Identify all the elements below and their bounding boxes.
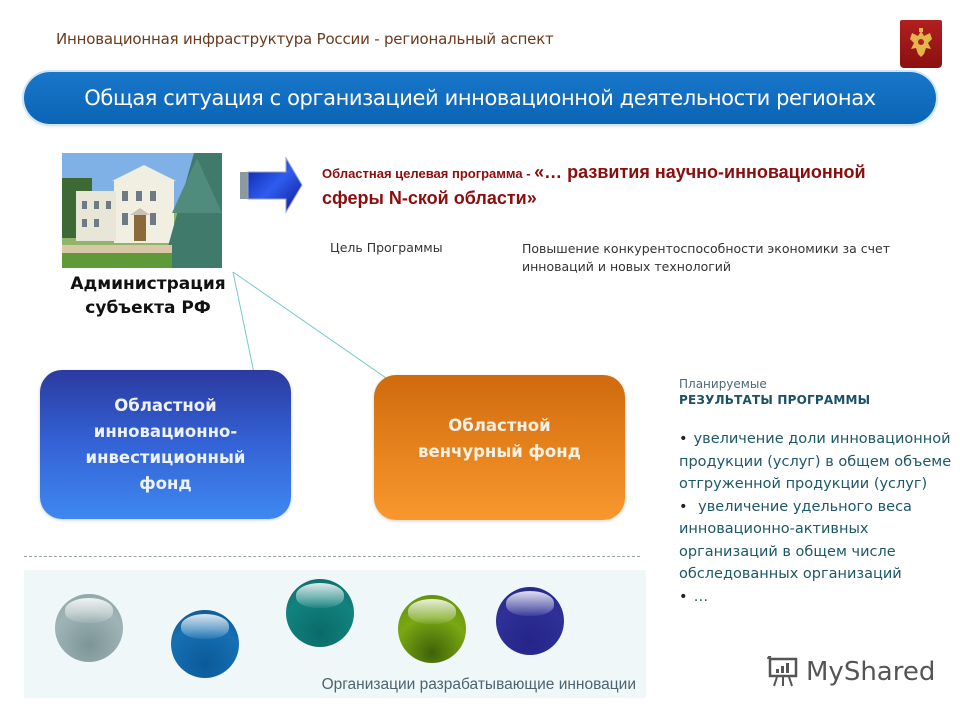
goal-text: Повышение конкурентоспособности экономик… bbox=[522, 241, 890, 274]
innovation-investment-fund-box[interactable]: Областной инновационно-инвестиционный фо… bbox=[40, 370, 291, 519]
results-planned-label: Планируемые bbox=[679, 377, 767, 391]
watermark: MyShared bbox=[766, 656, 935, 688]
right-arrow-icon bbox=[238, 156, 304, 214]
bullet-icon: • bbox=[679, 498, 688, 515]
organizations-label: Организации разрабатывающие инновации bbox=[321, 676, 636, 693]
venture-fund-box[interactable]: Областной венчурный фонд bbox=[374, 375, 625, 520]
organization-ball-3[interactable] bbox=[286, 579, 354, 647]
results-heading: РЕЗУЛЬТАТЫ ПРОГРАММЫ bbox=[679, 393, 871, 407]
innovation-investment-fund-label: Областной инновационно-инвестиционный фо… bbox=[85, 395, 246, 493]
results-list: •увеличение доли инновационной продукции… bbox=[679, 428, 954, 608]
organization-ball-4[interactable] bbox=[398, 595, 466, 663]
presentation-board-icon bbox=[767, 656, 798, 687]
venture-fund-label: Областной венчурный фонд bbox=[418, 416, 581, 461]
section-title: Общая ситуация с организацией инновацион… bbox=[84, 86, 876, 110]
bullet-icon: • bbox=[679, 431, 688, 447]
goal-label: Цель Программы bbox=[330, 240, 443, 255]
program-prefix: Областная целевая программа - bbox=[322, 166, 535, 181]
administration-building-photo bbox=[62, 153, 222, 268]
bullet-icon: • bbox=[679, 588, 688, 605]
organization-ball-2[interactable] bbox=[171, 610, 239, 678]
administration-label: Администрация субъекта РФ bbox=[70, 274, 226, 318]
results-item: •… bbox=[679, 588, 709, 605]
watermark-text: MyShared bbox=[806, 657, 936, 687]
organization-ball-5[interactable] bbox=[496, 587, 564, 655]
results-item: • увеличение удельного веса инновационно… bbox=[679, 498, 912, 583]
program-title: Областная целевая программа - «… развити… bbox=[322, 160, 882, 212]
planned-results: Планируемые РЕЗУЛЬТАТЫ ПРОГРАММЫ •увелич… bbox=[679, 377, 954, 608]
presentation-subtitle: Инновационная инфраструктура России - ре… bbox=[56, 30, 554, 48]
organizations-panel: Организации разрабатывающие инновации bbox=[24, 570, 646, 698]
results-item: •увеличение доли инновационной продукции… bbox=[679, 431, 952, 492]
program-name: «… развития научно-инновационной сферы N… bbox=[322, 162, 866, 208]
section-banner: Общая ситуация с организацией инновацион… bbox=[24, 72, 936, 124]
organization-ball-1[interactable] bbox=[55, 594, 123, 662]
divider bbox=[24, 556, 640, 557]
russian-coat-of-arms-icon bbox=[900, 20, 942, 68]
